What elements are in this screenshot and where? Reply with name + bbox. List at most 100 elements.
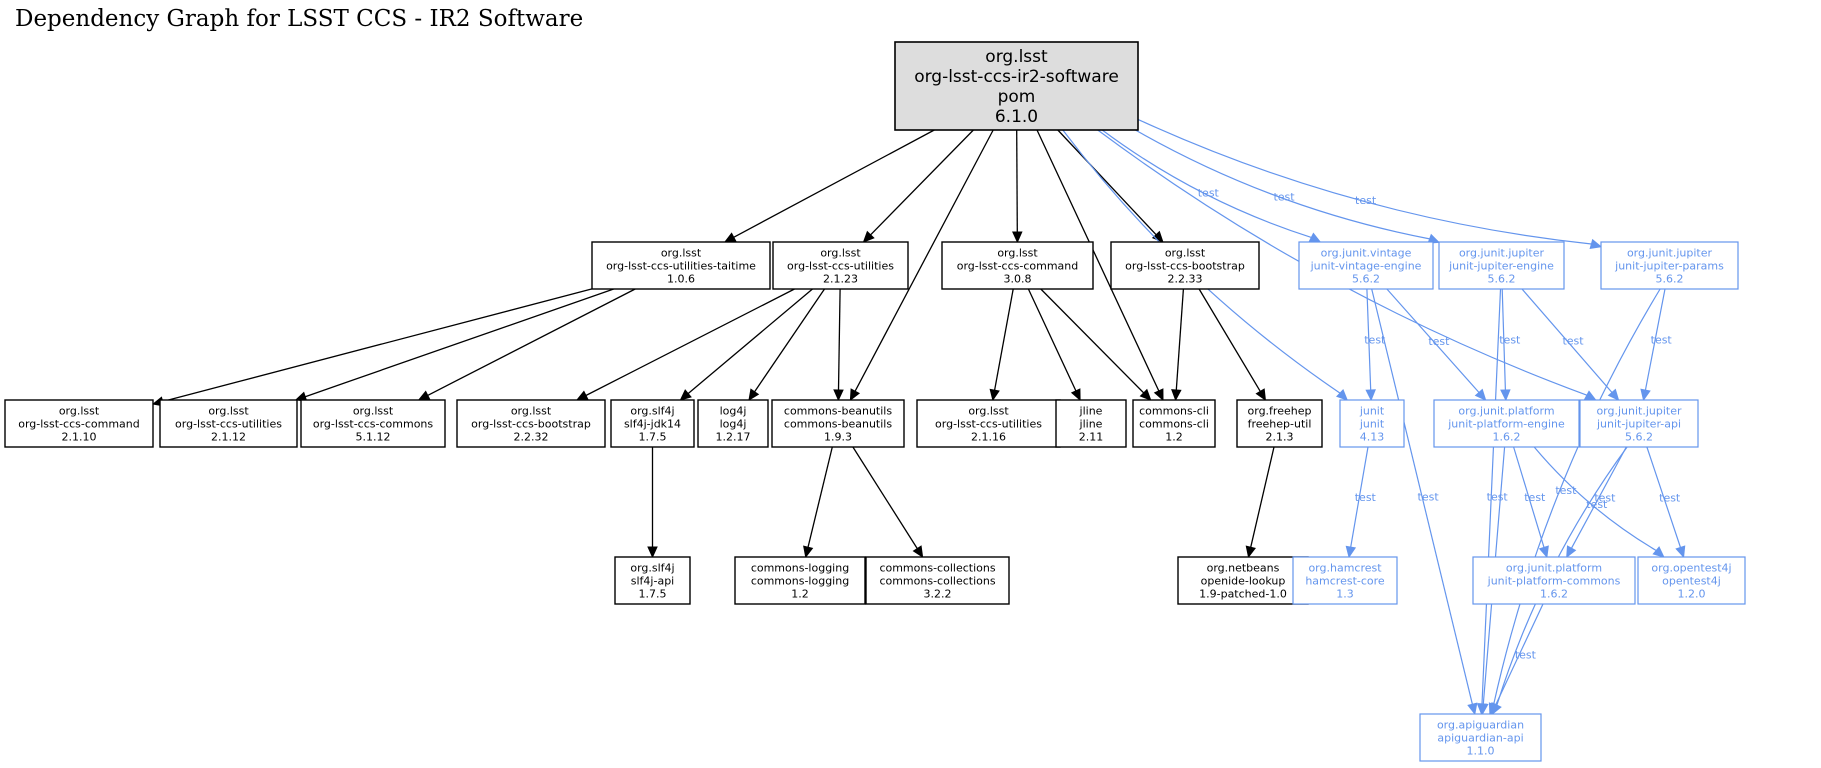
node-version: 1.2.0 — [1678, 588, 1706, 601]
node-group-id: org.apiguardian — [1437, 719, 1524, 732]
node-artifact-id: openide-lookup — [1201, 575, 1286, 588]
node-artifact-id: junit-jupiter-engine — [1448, 260, 1554, 273]
node-group-id: jline — [1079, 405, 1103, 418]
edge-line — [852, 446, 918, 549]
dependency-edge — [647, 447, 658, 559]
node-artifact-id: commons-logging — [751, 575, 849, 588]
edge-label: test — [1562, 335, 1584, 348]
dependency-edge: test — [1371, 288, 1478, 716]
edge-arrowhead — [989, 388, 1000, 402]
dependency-edge — [1040, 288, 1152, 401]
dependency-edge — [1171, 288, 1185, 402]
node-artifact-id: apiguardian-api — [1437, 732, 1523, 745]
node-box — [1110, 241, 1260, 290]
node-group-id: org.lsst — [997, 247, 1038, 260]
dependency-edge: test — [1533, 446, 1665, 558]
node-box — [591, 241, 771, 290]
node-group-id: org.junit.platform — [1506, 562, 1602, 575]
node-box — [4, 399, 154, 448]
dependency-edge — [748, 288, 826, 402]
edge-label: test — [1355, 194, 1377, 207]
edge-arrowhead — [748, 388, 760, 402]
node-version: 2.1.12 — [211, 431, 246, 444]
dependency-node: org.netbeansopenide-lookup1.9-patched-1.… — [1177, 556, 1309, 605]
edge-arrowhead — [723, 232, 737, 243]
edge-arrowhead — [1012, 231, 1023, 244]
node-artifact-id: org-lsst-ccs-utilities — [935, 418, 1042, 431]
node-version: 1.0.6 — [667, 273, 695, 286]
dependency-edge: test — [1640, 288, 1672, 402]
edge-line — [1101, 129, 1312, 238]
dependency-node: org.junit.vintagejunit-vintage-engine5.6… — [1298, 241, 1434, 290]
node-group-id: commons-logging — [751, 562, 849, 575]
edge-line — [427, 288, 636, 396]
edge-label: test — [1524, 491, 1546, 504]
dependency-node: org.junit.jupiterjunit-jupiter-params5.6… — [1600, 241, 1739, 290]
dependency-edge — [862, 129, 974, 243]
dependency-edge: test — [1521, 288, 1620, 401]
edge-line — [1366, 288, 1372, 391]
node-group-id: log4j — [720, 405, 747, 418]
node-version: 2.1.23 — [823, 273, 858, 286]
node-box — [865, 556, 1010, 605]
node-box — [1472, 556, 1636, 605]
node-version: 6.1.0 — [995, 107, 1038, 127]
edge-line — [1513, 446, 1545, 548]
edge-line — [733, 129, 935, 238]
edge-line — [687, 288, 813, 395]
edge-arrowhead — [912, 545, 924, 559]
dependency-edge: test — [1137, 118, 1603, 250]
node-version: 1.2 — [1165, 431, 1183, 444]
dependency-edge — [1245, 446, 1275, 559]
node-group-id: org.lsst — [208, 405, 249, 418]
edge-arrowhead — [833, 389, 844, 402]
node-version: 1.3 — [1336, 588, 1354, 601]
dependency-edge: test — [1364, 288, 1386, 402]
node-artifact-id: junit-vintage-engine — [1310, 260, 1422, 273]
node-artifact-id: org-lsst-ccs-utilities — [787, 260, 894, 273]
dependency-node: commons-collectionscommons-collections3.… — [865, 556, 1010, 605]
dependency-edge — [1057, 129, 1164, 243]
node-group-id: org.lsst — [985, 47, 1048, 67]
graph-title: Dependency Graph for LSST CCS - IR2 Soft… — [15, 6, 584, 32]
node-box — [1132, 399, 1216, 448]
edge-arrowhead — [1538, 545, 1549, 559]
edge-label: test — [1499, 334, 1521, 347]
dependency-edge — [575, 288, 795, 401]
node-box — [894, 41, 1139, 131]
node-box — [1433, 399, 1580, 448]
edge-arrowhead — [803, 545, 814, 559]
node-version: 5.6.2 — [1488, 273, 1516, 286]
edge-arrowhead — [1467, 702, 1478, 716]
edge-line — [1175, 288, 1185, 391]
edge-arrowhead — [1336, 388, 1349, 401]
edge-line — [1137, 118, 1592, 245]
node-version: 1.9.3 — [824, 431, 852, 444]
dependency-edge — [723, 129, 935, 243]
dependency-edge — [151, 288, 593, 407]
edge-label: test — [1487, 491, 1509, 504]
dependency-edge: test — [1646, 446, 1686, 559]
node-artifact-id: org-lsst-ccs-command — [957, 260, 1079, 273]
node-group-id: org.junit.jupiter — [1596, 405, 1682, 418]
node-group-id: org.lsst — [968, 405, 1009, 418]
edge-line — [1016, 129, 1018, 233]
node-artifact-id: commons-cli — [1139, 418, 1209, 431]
node-version: 4.13 — [1360, 431, 1385, 444]
dependency-edge — [294, 288, 614, 402]
node-group-id: org.junit.vintage — [1321, 247, 1412, 260]
node-box — [916, 399, 1061, 448]
node-version: 5.6.2 — [1352, 273, 1380, 286]
node-artifact-id: slf4j-api — [631, 575, 674, 588]
node-box — [1292, 556, 1398, 605]
edge-line — [1501, 288, 1506, 391]
node-box — [941, 241, 1094, 290]
